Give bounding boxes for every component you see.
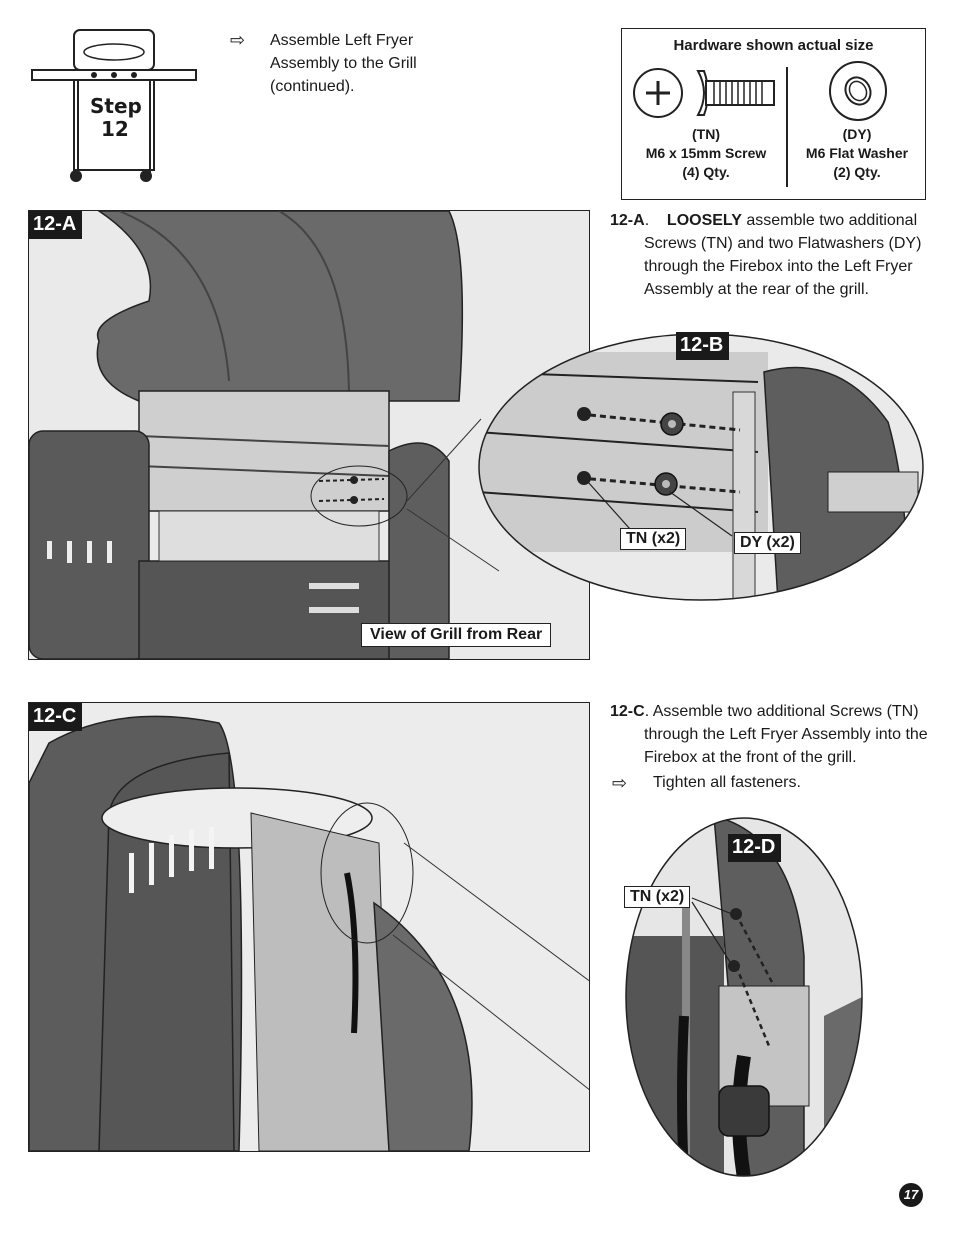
intro-line-1: Assemble Left Fryer: [270, 32, 414, 49]
panel-12a-tag: 12-A: [29, 211, 83, 239]
step-label: Step: [90, 94, 142, 118]
washer-label: (DY) M6 Flat Washer (2) Qty.: [790, 125, 924, 182]
instr-12c-line-3: Firebox at the front of the grill.: [644, 749, 857, 766]
panel-12d-tag: 12-D: [728, 834, 782, 862]
washer-qty: (2) Qty.: [833, 164, 881, 180]
instr-12c-bullet: Tighten all fasteners.: [653, 774, 801, 791]
panel-12a-caption: View of Grill from Rear: [361, 623, 552, 647]
intro-line-2: Assembly to the Grill: [270, 55, 417, 72]
instr-12a-line-4: Assembly at the rear of the grill.: [644, 281, 869, 298]
step-grill-icon: [28, 26, 200, 186]
intro-line-3: (continued).: [270, 78, 355, 95]
panel-12b: 12-B TN (x2) DY (x2): [478, 332, 924, 602]
instr-12a-line-3: through the Firebox into the Left Fryer: [644, 258, 913, 275]
screw-code: (TN): [692, 126, 720, 142]
screw-qty: (4) Qty.: [682, 164, 730, 180]
screw-name: M6 x 15mm Screw: [645, 145, 767, 161]
hardware-box: Hardware shown actual size (TN) M6 x 15m…: [621, 28, 926, 200]
instr-12a-dot: .: [644, 212, 650, 229]
zoom-front-fasteners: [625, 817, 863, 1177]
hardware-divider: [786, 67, 788, 187]
instr-12a-line1-rest: assemble two additional: [741, 212, 918, 229]
washer-name: M6 Flat Washer: [805, 145, 909, 161]
screw-icon: [633, 68, 775, 118]
panel-12d: 12-D: [624, 816, 864, 1178]
arrow-right-icon: ⇨: [230, 30, 246, 51]
panel-12b-tag: 12-B: [676, 332, 730, 360]
instr-12c-line1: . Assemble two additional Screws (TN): [644, 703, 919, 720]
panel-12c: 12-C: [28, 702, 590, 1152]
arrow-right-icon: ⇨: [612, 773, 628, 794]
instr-12c-line-2: through the Left Fryer Assembly into the: [644, 726, 928, 743]
instr-12a-id: 12-A: [610, 212, 645, 229]
zoom-rear-fasteners: [478, 333, 924, 601]
instr-12a-line-1: 12-A. LOOSELY assemble two additional: [610, 209, 917, 232]
page-number: 17: [899, 1183, 923, 1207]
hardware-title: Hardware shown actual size: [673, 37, 874, 54]
instr-12a-emph: LOOSELY: [666, 212, 742, 229]
panel-12b-callout-tn: TN (x2): [620, 528, 687, 550]
screw-label: (TN) M6 x 15mm Screw (4) Qty.: [628, 125, 784, 182]
panel-12c-tag: 12-C: [29, 703, 83, 731]
instr-12a-line-2: Screws (TN) and two Flatwashers (DY): [644, 235, 922, 252]
washer-code: (DY): [842, 126, 872, 142]
panel-12b-callout-dy: DY (x2): [734, 532, 801, 554]
instr-12c-id: 12-C: [610, 703, 645, 720]
panel-12d-callout-tn: TN (x2): [624, 886, 691, 908]
step-number: 12: [101, 117, 129, 141]
grill-fryer-front-illustration: [29, 703, 589, 1151]
instr-12c-line-1: 12-C. Assemble two additional Screws (TN…: [610, 700, 919, 723]
washer-icon: [829, 61, 887, 121]
